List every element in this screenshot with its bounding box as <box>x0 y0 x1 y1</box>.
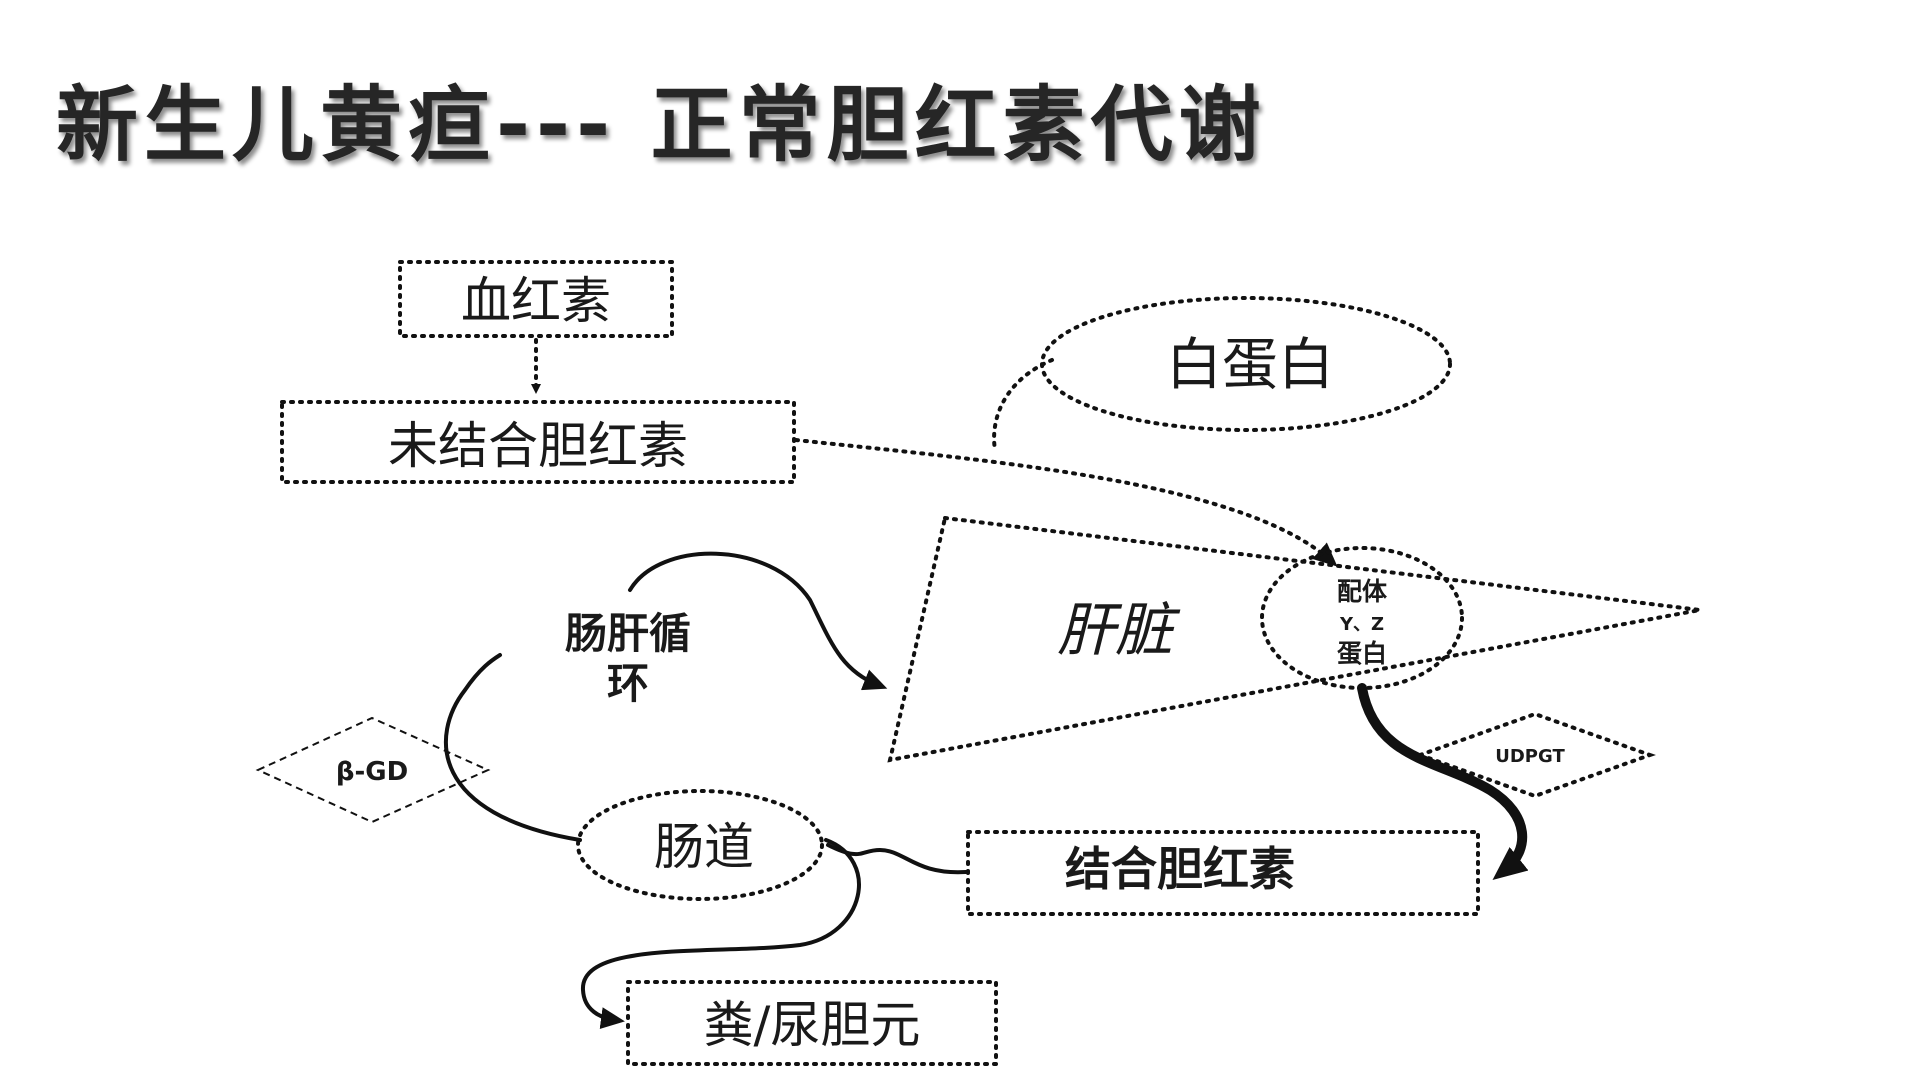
albumin-label: 白蛋白 <box>1166 333 1334 398</box>
ligandin-label-2: Y、Z <box>1339 614 1384 635</box>
urobilinogen-label: 粪/尿胆元 <box>704 996 921 1054</box>
albumin-connector <box>992 358 1054 452</box>
liver-triangle <box>887 515 1701 763</box>
enterohepatic-label-1: 肠肝循 <box>565 609 691 658</box>
conjugated-bilirubin-label: 结合胆红素 <box>1065 842 1295 896</box>
ligandin-node: 配体 Y、Z 蛋白 <box>1260 546 1464 690</box>
liver-node: 肝脏 <box>887 515 1701 763</box>
intestine-label: 肠道 <box>654 818 754 876</box>
beta-gd-label: β-GD <box>336 757 408 787</box>
beta-gd-diamond <box>255 716 491 824</box>
albumin-node: 白蛋白 <box>1040 296 1452 432</box>
udpgt-diamond <box>1414 711 1656 799</box>
conjugated-bilirubin-box <box>966 830 1480 916</box>
enterohepatic-label-2: 环 <box>607 659 649 708</box>
page-title: 新生儿黄疸--- 正常胆红素代谢 <box>56 78 1267 173</box>
beta-gd-node: β-GD <box>255 716 491 824</box>
conjugated-bilirubin-node: 结合胆红素 <box>966 830 1480 916</box>
enterohepatic-node: 肠肝循 环 <box>565 609 691 708</box>
unconjugated-bilirubin-box <box>280 400 796 484</box>
connector-conjugated-to-intestine <box>826 843 968 875</box>
ligandin-label-3: 蛋白 <box>1337 639 1387 668</box>
arrow-ligandin-to-conjugated <box>1357 683 1529 881</box>
arrow-unconjugated-to-ligandin <box>794 438 1338 567</box>
arrow-intestine-to-urobilinogen <box>580 838 861 1030</box>
enterohepatic-curve-upper <box>628 551 888 691</box>
udpgt-label: UDPGT <box>1495 746 1565 767</box>
urobilinogen-node: 粪/尿胆元 <box>626 980 998 1066</box>
hemoglobin-node: 血红素 <box>398 260 674 338</box>
udpgt-node: UDPGT <box>1414 711 1656 799</box>
unconjugated-bilirubin-node: 未结合胆红素 <box>280 400 796 484</box>
urobilinogen-box <box>626 980 998 1066</box>
hemoglobin-label: 血红素 <box>461 272 611 330</box>
enterohepatic-curve-lower <box>443 653 582 842</box>
intestine-node: 肠道 <box>576 789 824 901</box>
ligandin-label-1: 配体 <box>1337 577 1388 606</box>
intestine-ellipse <box>576 789 824 901</box>
unconjugated-bilirubin-label: 未结合胆红素 <box>388 417 688 475</box>
hemoglobin-box <box>398 260 674 338</box>
liver-label: 肝脏 <box>1057 596 1181 664</box>
